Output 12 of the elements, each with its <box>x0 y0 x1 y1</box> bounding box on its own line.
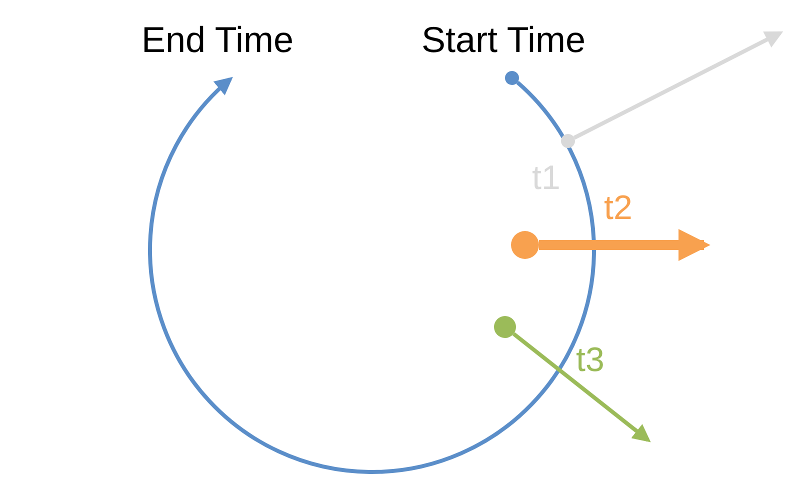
dot <box>505 71 519 85</box>
edge-label: t3 <box>576 340 604 380</box>
arrow <box>539 229 710 261</box>
edge-label: t2 <box>604 188 632 228</box>
dot <box>561 134 575 148</box>
dot <box>494 316 516 338</box>
arrow <box>512 332 651 442</box>
arrow <box>573 31 784 140</box>
curved-arrow <box>148 76 596 474</box>
time-label: Start Time <box>396 16 611 64</box>
dot <box>511 231 539 259</box>
time-label: End Time <box>120 16 315 64</box>
